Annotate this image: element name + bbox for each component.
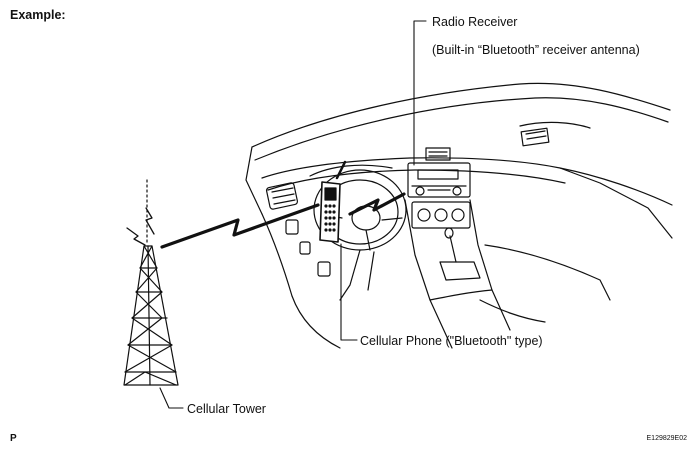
car-interior-drawing bbox=[245, 82, 673, 349]
cellular-phone-label: Cellular Phone ("Bluetooth" type) bbox=[360, 334, 543, 348]
wireless-signal-icon bbox=[160, 192, 406, 249]
example-heading: Example: bbox=[10, 8, 66, 22]
leader-lines bbox=[159, 20, 427, 409]
cellular-phone-drawing bbox=[319, 160, 347, 243]
cellular-tower-label: Cellular Tower bbox=[187, 402, 266, 416]
cellular-tower-drawing bbox=[123, 179, 179, 386]
radio-receiver-note: (Built-in “Bluetooth” receiver antenna) bbox=[432, 43, 640, 57]
page-code: P bbox=[10, 433, 17, 444]
figure-id: E129829E02 bbox=[646, 435, 687, 442]
radio-receiver-label: Radio Receiver bbox=[432, 15, 518, 29]
